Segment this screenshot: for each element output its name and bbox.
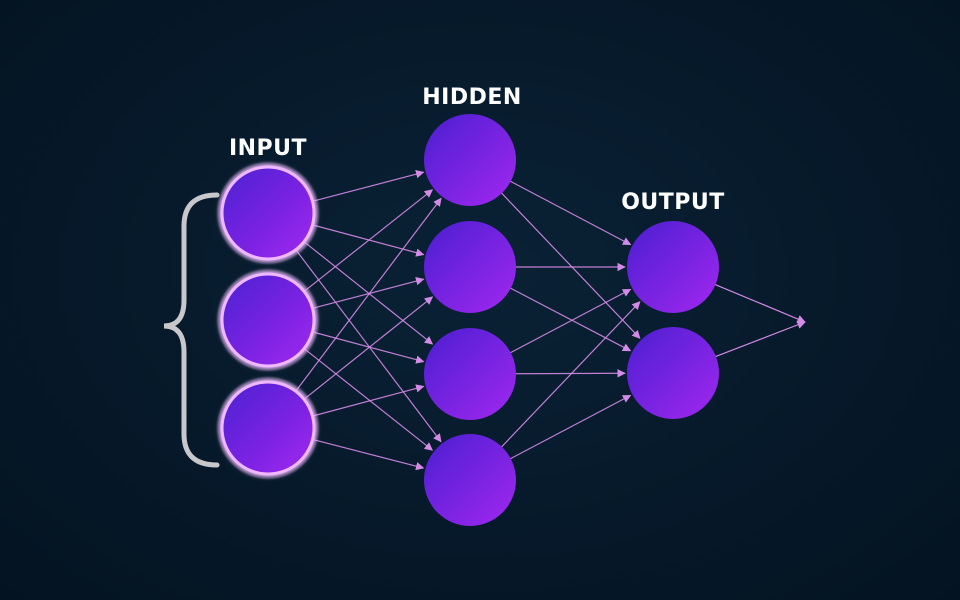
hidden-node-3 xyxy=(424,328,516,420)
output-node-2 xyxy=(627,327,719,419)
edge-hidden-2-output-2 xyxy=(508,286,632,352)
edge-hidden-3-output-1 xyxy=(508,288,632,355)
output-layer-label: OUTPUT xyxy=(621,190,725,215)
edge-input-2-hidden-1 xyxy=(302,189,434,294)
edge-hidden-3-output-2 xyxy=(513,369,626,378)
input-node-1 xyxy=(216,161,320,265)
edge-input-3-hidden-4 xyxy=(310,438,425,471)
output-node-1 xyxy=(627,221,719,313)
edge-input-2-hidden-4 xyxy=(302,346,434,451)
edge-hidden-4-output-1 xyxy=(499,301,641,449)
input-brace xyxy=(163,192,220,468)
hidden-layer-label: HIDDEN xyxy=(422,85,522,110)
input-node-2 xyxy=(216,268,320,372)
input-node-3 xyxy=(216,376,320,480)
edge-input-3-hidden-1 xyxy=(294,197,442,394)
hidden-node-4 xyxy=(424,434,516,526)
edge-hidden-4-output-2 xyxy=(508,394,632,461)
hidden-node-1 xyxy=(424,114,516,206)
network-nodes xyxy=(216,114,719,526)
edge-input-1-hidden-1 xyxy=(310,170,425,203)
edge-hidden-1-output-1 xyxy=(508,179,632,246)
edge-input-3-hidden-3 xyxy=(310,384,425,418)
edge-input-3-hidden-2 xyxy=(302,296,434,402)
hidden-node-2 xyxy=(424,221,516,313)
input-layer-label: INPUT xyxy=(229,136,307,161)
edge-input-1-hidden-3 xyxy=(302,239,434,345)
edge-input-2-hidden-3 xyxy=(310,330,425,364)
edge-hidden-1-output-2 xyxy=(499,191,641,339)
connection-edges xyxy=(294,170,806,471)
edge-input-2-hidden-2 xyxy=(310,277,425,310)
edge-input-1-hidden-2 xyxy=(310,223,425,257)
